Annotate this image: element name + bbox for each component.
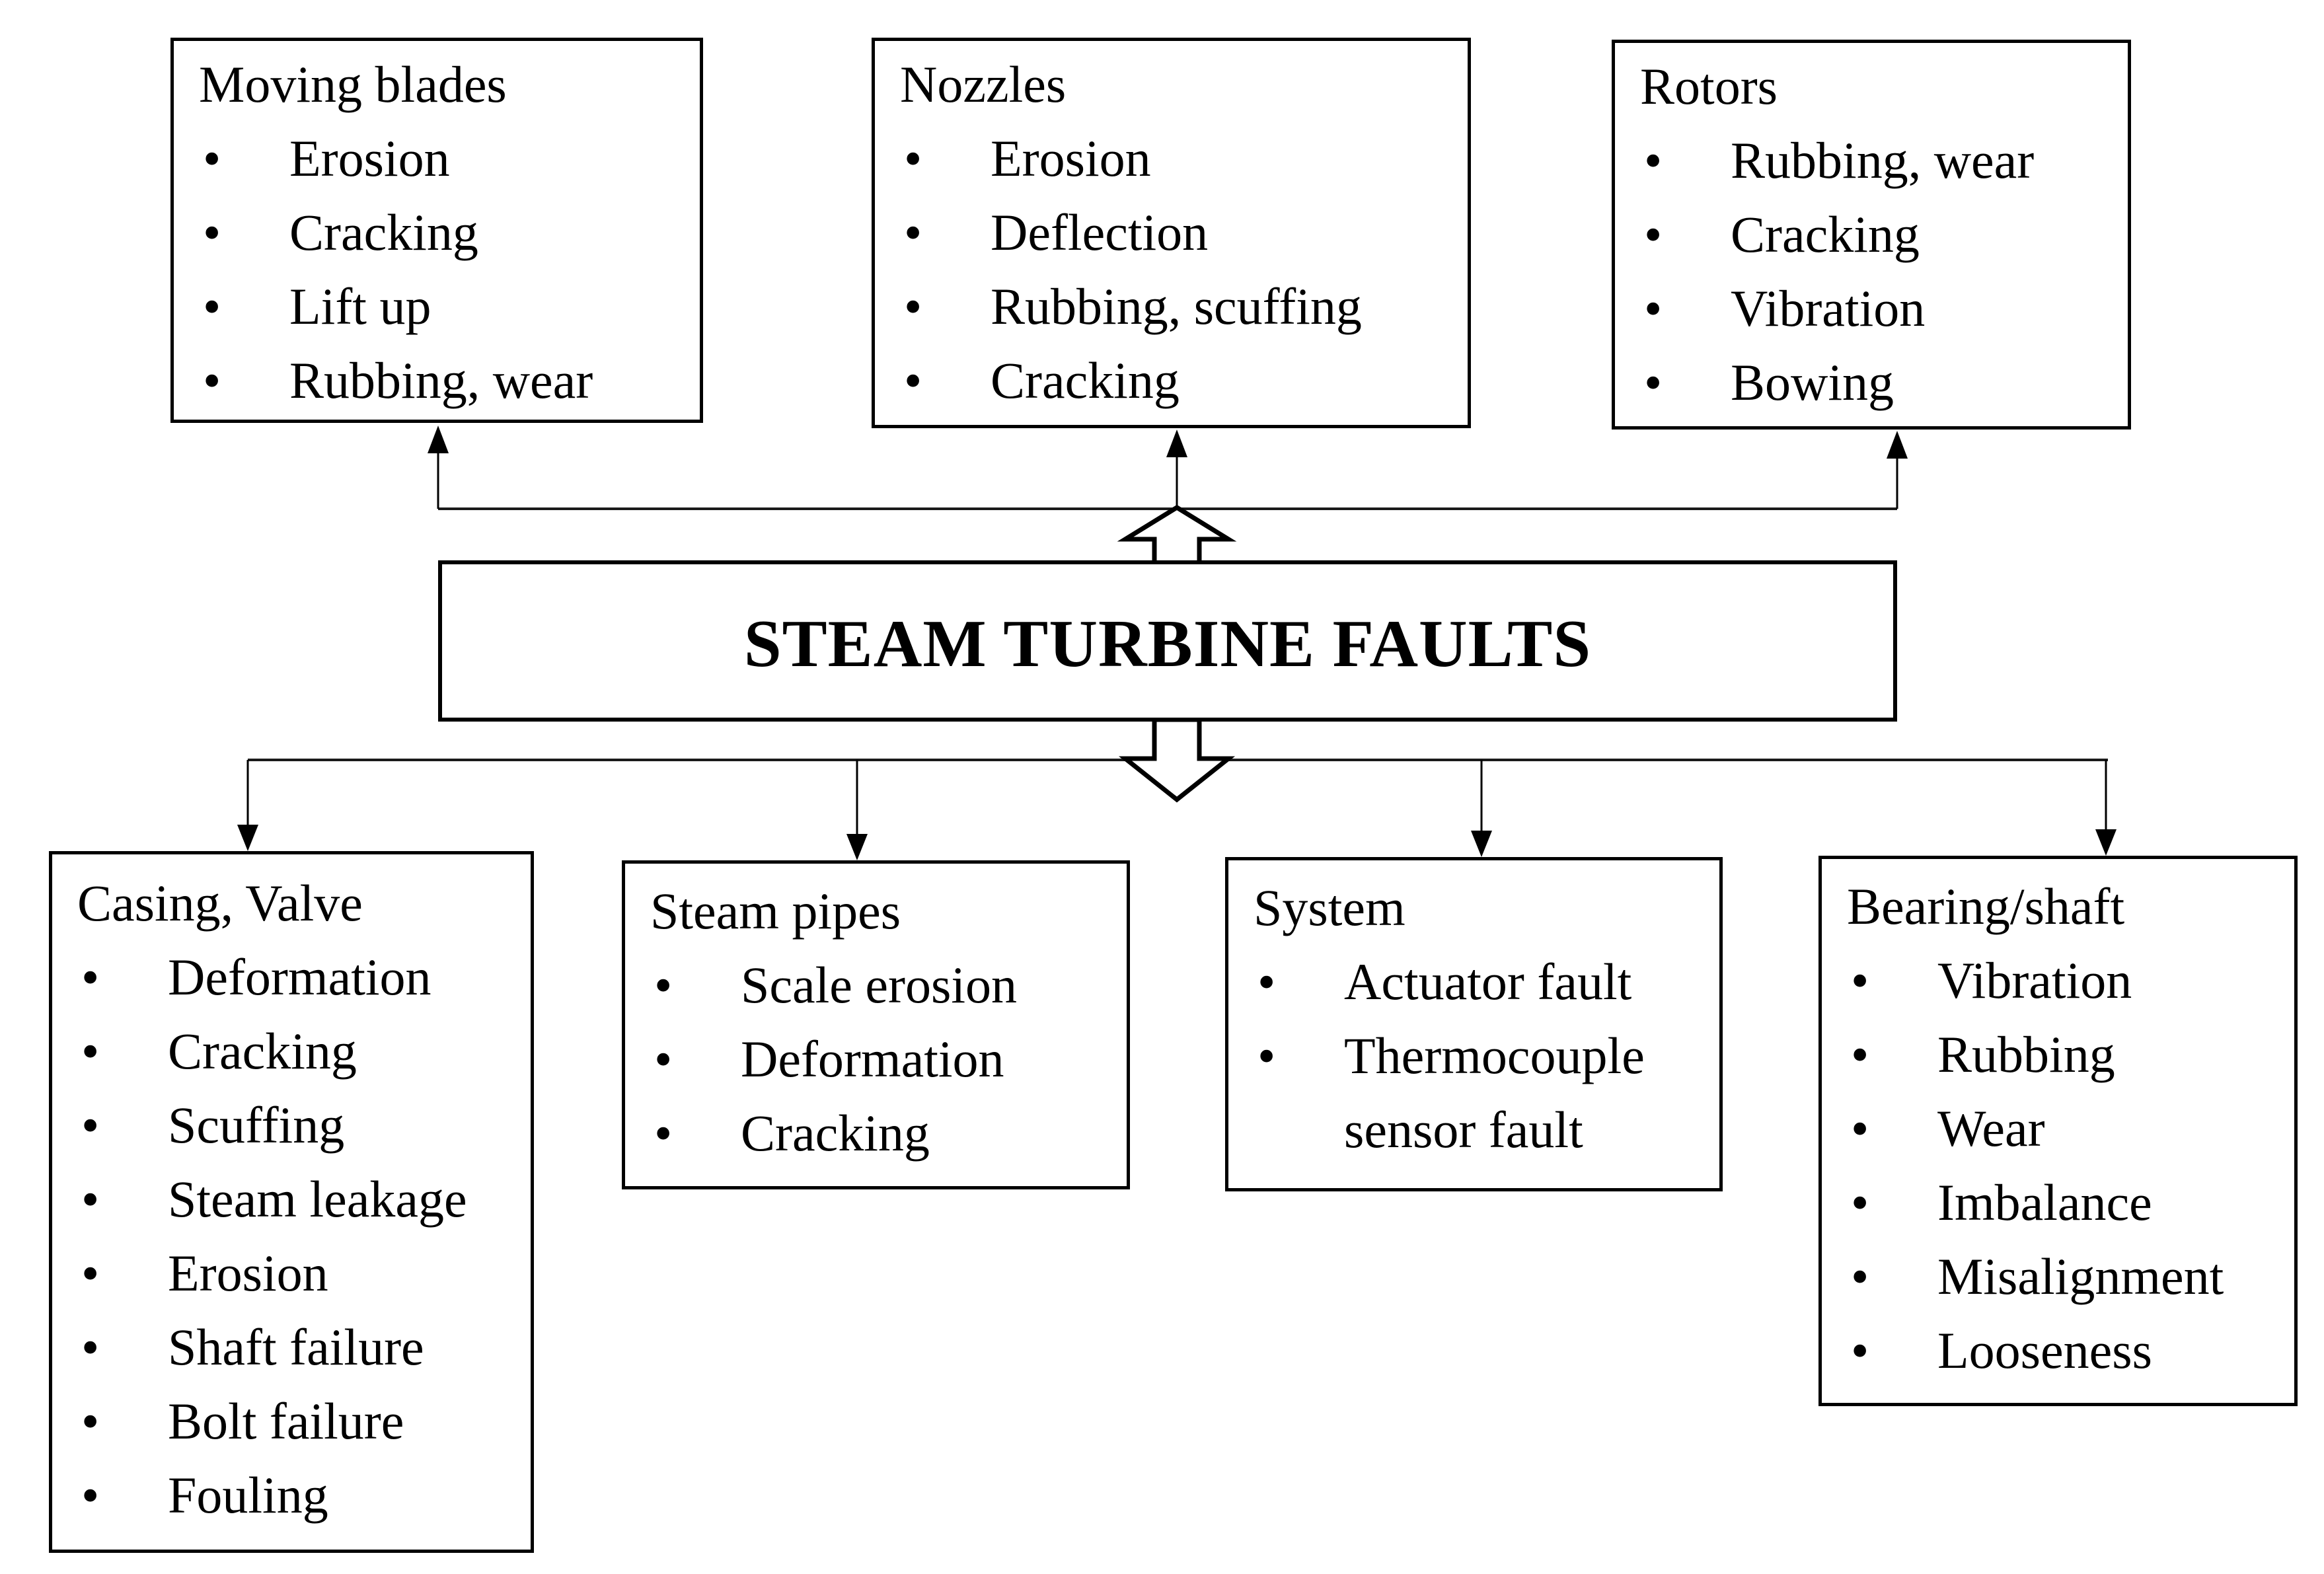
- bullet-icon: •: [203, 130, 221, 187]
- fault-item: •Deformation: [52, 940, 531, 1014]
- fault-item: •Erosion: [52, 1236, 531, 1310]
- fault-list: •Erosion •Cracking •Lift up •Rubbing, we…: [174, 122, 700, 418]
- bullet-icon: •: [81, 1466, 100, 1524]
- bullet-icon: •: [904, 204, 922, 261]
- bullet-icon: •: [1644, 131, 1663, 189]
- bullet-icon: •: [203, 352, 221, 409]
- fault-list: •Actuator fault •Thermocouple sensor fau…: [1228, 945, 1719, 1167]
- arrow-to-rotors: [1887, 431, 1908, 509]
- fault-item: •Erosion: [875, 122, 1468, 196]
- fault-item: •Rubbing: [1822, 1018, 2294, 1092]
- fault-list: •Scale erosion •Deformation •Cracking: [625, 948, 1127, 1170]
- block-arrow-down-icon: [1118, 717, 1236, 803]
- fault-item: •Cracking: [875, 344, 1468, 418]
- bullet-icon: •: [1644, 206, 1663, 263]
- fault-item: •Cracking: [625, 1096, 1127, 1170]
- bullet-icon: •: [81, 1244, 100, 1302]
- fault-list: •Erosion •Deflection •Rubbing, scuffing …: [875, 122, 1468, 418]
- bullet-icon: •: [654, 956, 673, 1014]
- bullet-icon: •: [654, 1030, 673, 1088]
- fault-list: •Vibration •Rubbing •Wear •Imbalance •Mi…: [1822, 944, 2294, 1388]
- fault-item: •Fouling: [52, 1458, 531, 1532]
- node-casing-valve: Casing, Valve •Deformation •Cracking •Sc…: [49, 851, 534, 1553]
- arrow-to-steam-pipes: [846, 760, 868, 860]
- arrow-to-bearing-shaft: [2095, 760, 2117, 856]
- bullet-icon: •: [904, 352, 922, 409]
- bullet-icon: •: [1851, 1100, 1869, 1157]
- bullet-icon: •: [203, 278, 221, 335]
- fault-item: •Rubbing, wear: [174, 344, 700, 418]
- fault-item: •Looseness: [1822, 1314, 2294, 1388]
- fault-item: •Rubbing, scuffing: [875, 270, 1468, 344]
- bullet-icon: •: [654, 1104, 673, 1162]
- bullet-icon: •: [1851, 1248, 1869, 1305]
- fault-item: •Wear: [1822, 1092, 2294, 1166]
- fault-item: •Deformation: [625, 1022, 1127, 1096]
- fault-item: •Cracking: [174, 196, 700, 270]
- fault-item: •Scuffing: [52, 1088, 531, 1162]
- node-title: Bearing/shaft: [1847, 878, 2125, 935]
- node-title: Moving blades: [199, 56, 507, 113]
- diagram-title: STEAM TURBINE FAULTS: [743, 607, 1592, 681]
- node-title: Nozzles: [900, 56, 1067, 113]
- node-system: System •Actuator fault •Thermocouple sen…: [1225, 857, 1723, 1191]
- fault-list: •Rubbing, wear •Cracking •Vibration •Bow…: [1615, 124, 2128, 420]
- fault-item: •Vibration: [1822, 944, 2294, 1018]
- fault-item: •Bowing: [1615, 346, 2128, 420]
- node-title: Steam pipes: [650, 882, 901, 940]
- bullet-icon: •: [81, 1096, 100, 1154]
- node-steam-turbine-faults: STEAM TURBINE FAULTS: [438, 560, 1897, 722]
- bullet-icon: •: [1851, 952, 1869, 1009]
- bullet-icon: •: [1644, 354, 1663, 411]
- bullet-icon: •: [203, 204, 221, 261]
- node-title: System: [1254, 879, 1406, 936]
- arrow-to-casing-valve: [237, 760, 258, 851]
- fault-item: •Actuator fault: [1228, 945, 1719, 1019]
- bullet-icon: •: [81, 1318, 100, 1376]
- fault-item: •Deflection: [875, 196, 1468, 270]
- bullet-icon: •: [1257, 953, 1276, 1010]
- node-steam-pipes: Steam pipes •Scale erosion •Deformation …: [622, 860, 1130, 1189]
- fault-item: •Misalignment: [1822, 1240, 2294, 1314]
- arrow-to-system: [1471, 760, 1492, 857]
- block-arrow-up-icon: [1117, 504, 1237, 566]
- fault-item: •Lift up: [174, 270, 700, 344]
- arrow-to-nozzles: [1166, 430, 1187, 509]
- bullet-icon: •: [1851, 1026, 1869, 1083]
- node-nozzles: Nozzles •Erosion •Deflection •Rubbing, s…: [872, 38, 1471, 428]
- bullet-icon: •: [81, 1170, 100, 1228]
- bullet-icon: •: [1851, 1322, 1869, 1379]
- node-title: Rotors: [1640, 57, 1778, 115]
- fault-item: •Vibration: [1615, 272, 2128, 346]
- arrow-to-moving-blades: [428, 426, 449, 509]
- node-title: Casing, Valve: [77, 874, 363, 932]
- bullet-icon: •: [904, 278, 922, 335]
- bullet-icon: •: [1644, 280, 1663, 337]
- fault-list: •Deformation •Cracking •Scuffing •Steam …: [52, 940, 531, 1532]
- fault-item: •Thermocouple sensor fault: [1228, 1019, 1719, 1167]
- fault-item: •Cracking: [52, 1014, 531, 1088]
- bullet-icon: •: [81, 1392, 100, 1450]
- fault-item: •Erosion: [174, 122, 700, 196]
- fault-item: •Scale erosion: [625, 948, 1127, 1022]
- bullet-icon: •: [1851, 1174, 1869, 1231]
- bullet-icon: •: [81, 948, 100, 1006]
- node-moving-blades: Moving blades •Erosion •Cracking •Lift u…: [170, 38, 703, 423]
- bullet-icon: •: [904, 130, 922, 187]
- fault-item: •Bolt failure: [52, 1384, 531, 1458]
- fault-item: •Shaft failure: [52, 1310, 531, 1384]
- fault-item: •Rubbing, wear: [1615, 124, 2128, 198]
- fault-item: •Imbalance: [1822, 1166, 2294, 1240]
- fault-item: •Steam leakage: [52, 1162, 531, 1236]
- node-rotors: Rotors •Rubbing, wear •Cracking •Vibrati…: [1612, 40, 2131, 430]
- bullet-icon: •: [81, 1022, 100, 1080]
- node-bearing-shaft: Bearing/shaft •Vibration •Rubbing •Wear …: [1818, 856, 2298, 1406]
- fault-item: •Cracking: [1615, 198, 2128, 272]
- bullet-icon: •: [1257, 1027, 1276, 1084]
